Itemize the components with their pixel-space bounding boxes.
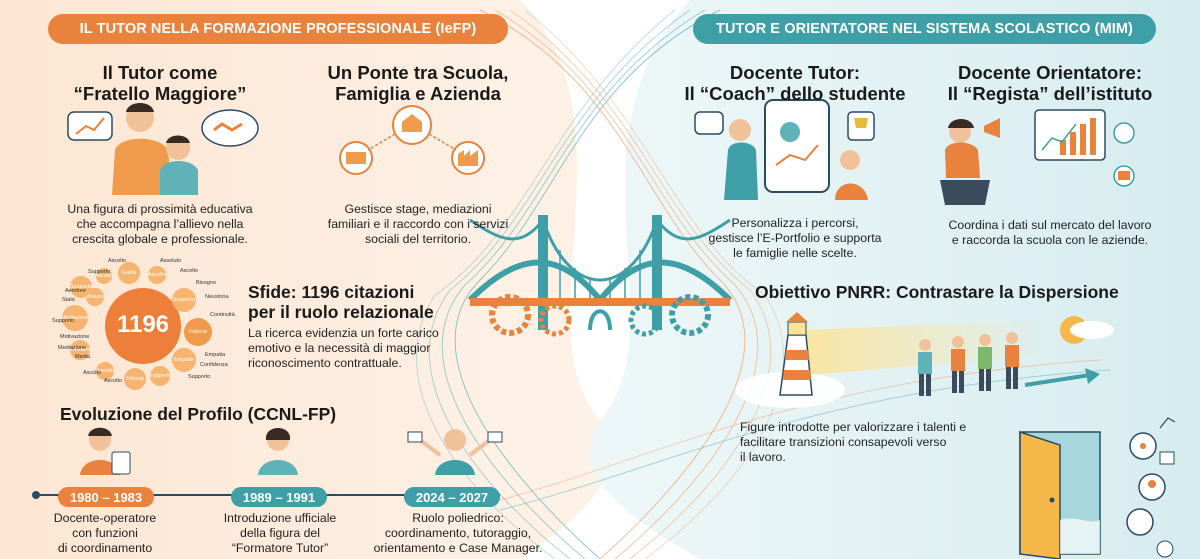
cloud-word: Media	[75, 354, 90, 360]
cloud-word: Mediazione	[58, 345, 87, 351]
bubble: Supporto	[150, 366, 170, 386]
coach-illustration	[694, 99, 875, 200]
ribbon-lines	[416, 9, 1111, 559]
cloud-word: Assoluto	[160, 258, 182, 264]
right-header: TUTOR E ORIENTATORE NEL SISTEMA SCOLASTI…	[693, 14, 1156, 44]
cloud-word: Supporto	[52, 318, 75, 324]
bubble: Fiducia	[124, 368, 146, 390]
house-icon	[402, 114, 422, 132]
door-icon	[1019, 430, 1101, 559]
bubble: Supporto	[172, 288, 196, 312]
cloud-word: Aerolore	[65, 288, 86, 294]
tutor-title: Il Tutor come “Fratello Maggiore”	[73, 62, 247, 104]
coach-desc: Personalizza i percorsi, gestisce l’E-Po…	[708, 216, 882, 260]
tutor-illustration	[67, 103, 259, 195]
handshake-icon	[213, 122, 243, 132]
cloud-word: Neustoria	[205, 294, 229, 300]
cloud-word: Ascolto	[83, 370, 102, 376]
bubble: Empatia	[172, 348, 196, 372]
bubble: Motivazione	[86, 288, 104, 306]
cloud-word: Motivazione	[60, 334, 90, 340]
bridge-desc: Gestisce stage, mediazioni familiari e i…	[327, 202, 509, 246]
challenges-desc: La ricerca evidenzia un forte carico emo…	[248, 326, 439, 370]
left-background	[0, 0, 611, 559]
director-title: Docente Orientatore: Il “Regista” dell’i…	[947, 62, 1153, 104]
cloud-word: Supporto	[88, 269, 111, 275]
school-icon	[346, 152, 366, 164]
pnrr-title: Obiettivo PNRR: Contrastare la Dispersio…	[755, 282, 1119, 302]
cloud-word: Ascolto	[180, 268, 199, 274]
tutor-desc: Una figura di prossimità educativa che a…	[67, 202, 253, 246]
cloud-word: Supporto	[188, 374, 211, 380]
timeline-year-3: 2024 – 2027	[404, 487, 500, 507]
timeline-step-1: Docente-operatore con funzioni di coordi…	[53, 511, 157, 555]
bubble: Mediazione	[62, 305, 88, 331]
network-illustration	[339, 105, 485, 175]
pnrr-desc: Figure introdotte per valorizzare i tale…	[740, 420, 967, 464]
bubble: Fiducia	[184, 318, 212, 346]
factory-icon	[458, 150, 478, 166]
side-icons	[1126, 417, 1176, 558]
megaphone-icon	[984, 118, 1000, 138]
bubble: Ascolto	[96, 268, 112, 284]
timeline-figures	[80, 427, 503, 475]
timeline-year-1: 1980 – 1983	[58, 487, 154, 507]
cloud-word: Bisogno	[196, 280, 216, 286]
coach-title: Docente Tutor: Il “Coach” dello studente	[684, 62, 906, 104]
lighthouse-icon	[779, 312, 813, 396]
director-desc: Coordina i dati sul mercato del lavoro e…	[948, 218, 1152, 247]
cloud-word: Empatia	[205, 352, 226, 358]
chart-icon	[75, 117, 105, 135]
briefcase-icon	[1118, 171, 1130, 180]
bridge-gears-icon	[467, 215, 733, 337]
cloud-word: Ascolto	[104, 378, 123, 384]
bubble: Ascolto	[148, 266, 166, 284]
timeline-year-2: 1989 – 1991	[231, 487, 327, 507]
chat-icon	[694, 111, 724, 135]
bubble: Ascolto	[96, 362, 114, 380]
cloud-word: Continuità	[210, 312, 235, 318]
bridge-title: Un Ponte tra Scuola, Famiglia e Azienda	[327, 62, 509, 104]
pnrr-illustration	[735, 312, 1114, 408]
cloud-word: Stato	[62, 297, 75, 303]
timeline-step-2: Introduzione ufficiale della figura del …	[223, 511, 337, 555]
trophy-icon	[854, 118, 868, 128]
cloud-word: Confidenza	[200, 362, 228, 368]
bubble: Coordinamento	[70, 340, 90, 360]
timeline-step-3: Ruolo poliedrico: coordinamento, tutorag…	[373, 511, 543, 555]
director-illustration	[940, 109, 1135, 205]
cloud-word: Ascolto	[108, 258, 127, 264]
evolution-title: Evoluzione del Profilo (CCNL-FP)	[60, 404, 337, 424]
left-header: IL TUTOR NELLA FORMAZIONE PROFESSIONALE …	[48, 14, 508, 44]
big-number: 1196	[116, 311, 170, 338]
big-number-circle	[105, 288, 181, 364]
challenges-title: Sfide: 1196 citazioni per il ruolo relaz…	[248, 282, 434, 322]
bubble: Guida	[118, 262, 140, 284]
